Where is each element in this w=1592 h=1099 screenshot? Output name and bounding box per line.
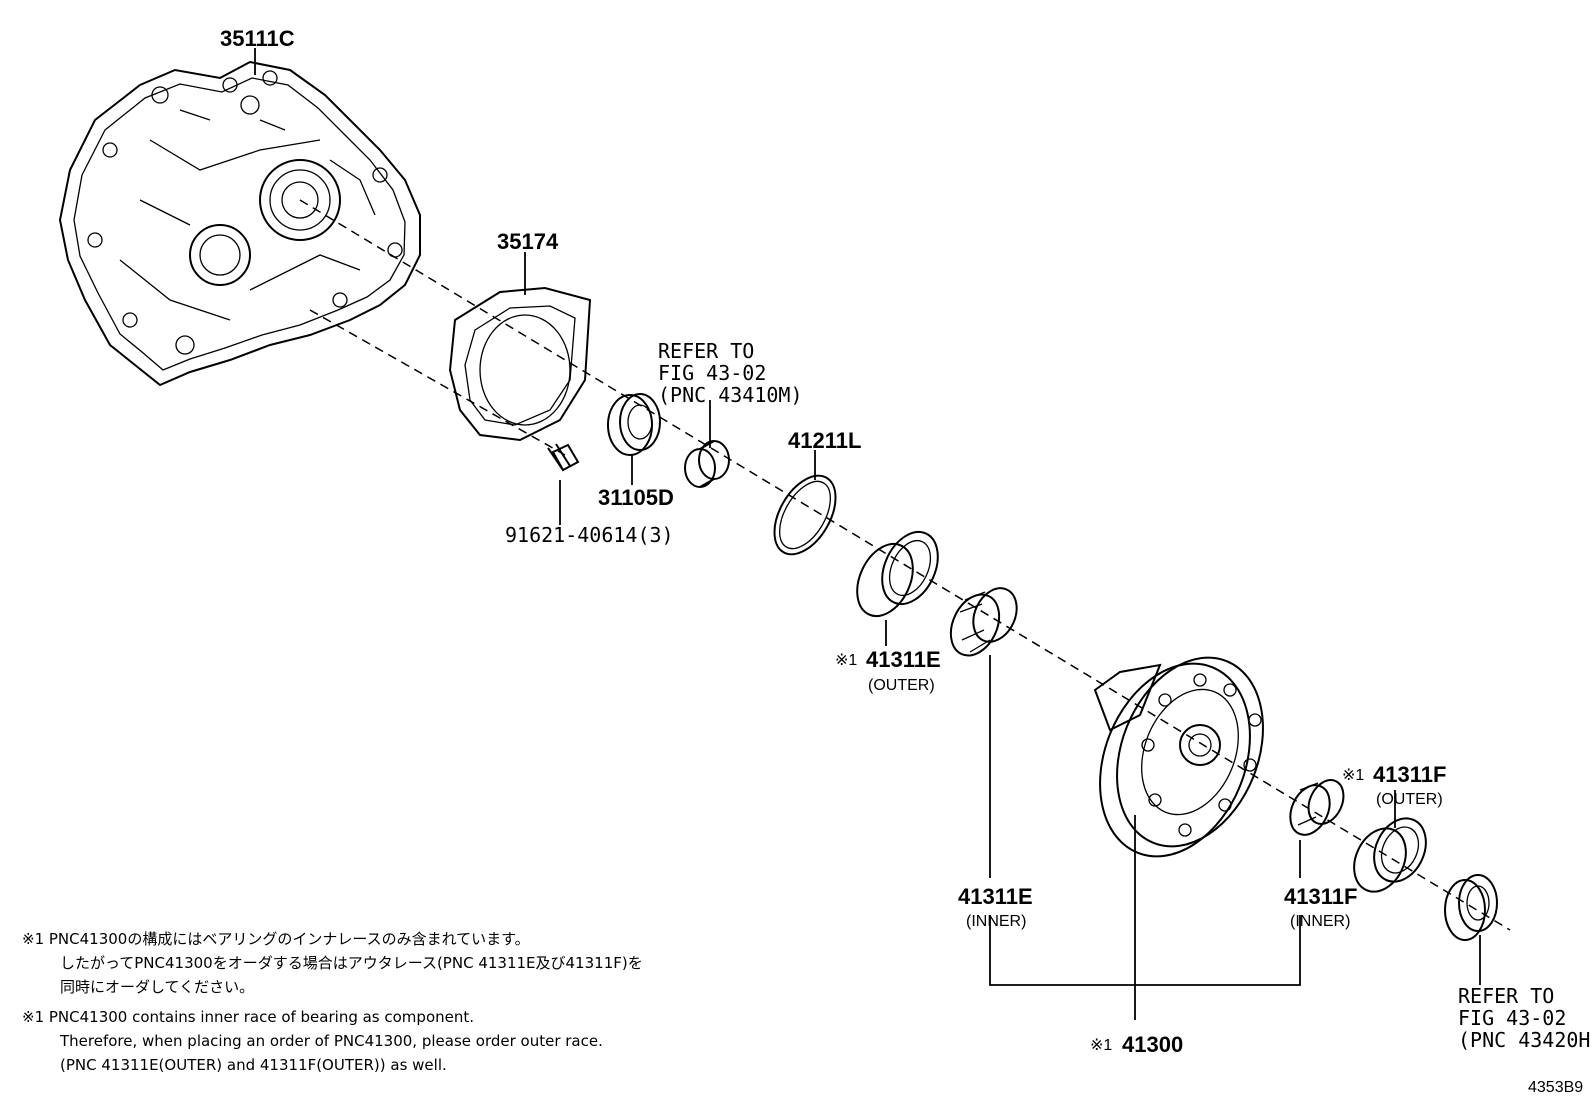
label-41311F-inner: 41311F xyxy=(1284,884,1357,909)
label-41311E-outer: 41311E xyxy=(866,647,941,672)
bolt-axis xyxy=(309,309,566,456)
sub-41311E-inner: (INNER) xyxy=(966,913,1026,930)
note-jp-line1: ※1 PNC41300の構成にはベアリングのインナレースのみ含まれています。 xyxy=(22,930,530,948)
note-jp-line2: したがってPNC41300をオーダする場合はアウタレース(PNC 41311E及… xyxy=(60,954,643,972)
leader-lines xyxy=(254,48,1481,1020)
label-41211L: 41211L xyxy=(788,428,861,453)
label-41311F-outer: 41311F xyxy=(1373,762,1446,787)
refer-bottom-line3: (PNC 43420H) xyxy=(1458,1028,1592,1052)
bearing-inner-e-drawing xyxy=(949,587,1018,657)
speedometer-bearing-drawing xyxy=(684,440,730,488)
label-35111C: 35111C xyxy=(220,26,295,51)
note-en-line2: Therefore, when placing an order of PNC4… xyxy=(59,1032,603,1050)
shim-drawing xyxy=(773,474,837,556)
note-en-line3: (PNC 41311E(OUTER) and 41311F(OUTER)) as… xyxy=(60,1056,447,1074)
oil-seal-left-drawing xyxy=(607,393,661,456)
refer-top-line1: REFER TO xyxy=(658,339,754,363)
label-91621: 91621-40614(3) xyxy=(505,523,674,547)
mark-41311F-outer: ※1 xyxy=(1342,767,1364,784)
sub-41311F-inner: (INNER) xyxy=(1290,913,1350,930)
sub-41311F-outer: (OUTER) xyxy=(1376,791,1443,808)
refer-top-line2: FIG 43-02 xyxy=(658,361,766,385)
refer-top-line3: (PNC 43410M) xyxy=(658,383,803,407)
refer-bottom-line2: FIG 43-02 xyxy=(1458,1006,1566,1030)
label-31105D: 31105D xyxy=(598,485,674,510)
label-41311E-inner: 41311E xyxy=(958,884,1033,909)
refer-bottom-line1: REFER TO xyxy=(1458,984,1554,1008)
label-35174: 35174 xyxy=(497,229,559,254)
mark-41300: ※1 xyxy=(1090,1037,1112,1054)
seal-plate-drawing xyxy=(448,286,592,442)
note-jp-line3: 同時にオーダしてください。 xyxy=(60,978,254,996)
transaxle-case-drawing xyxy=(58,60,421,387)
bearing-inner-f-drawing xyxy=(1289,779,1345,836)
oil-seal-right-drawing xyxy=(1444,874,1498,941)
note-en-line1: ※1 PNC41300 contains inner race of beari… xyxy=(22,1008,474,1026)
assembly-axis xyxy=(299,199,1511,931)
bolt-drawing xyxy=(547,443,580,472)
sub-41311E-outer: (OUTER) xyxy=(868,677,935,694)
differential-drawing xyxy=(1093,656,1264,858)
figure-code: 4353B9 xyxy=(1528,1079,1583,1096)
label-41300: 41300 xyxy=(1122,1032,1183,1057)
bearing-outer-race-f-drawing xyxy=(1353,817,1427,893)
mark-41311E-outer: ※1 xyxy=(835,652,857,669)
bearing-outer-race-e-drawing xyxy=(856,530,939,618)
